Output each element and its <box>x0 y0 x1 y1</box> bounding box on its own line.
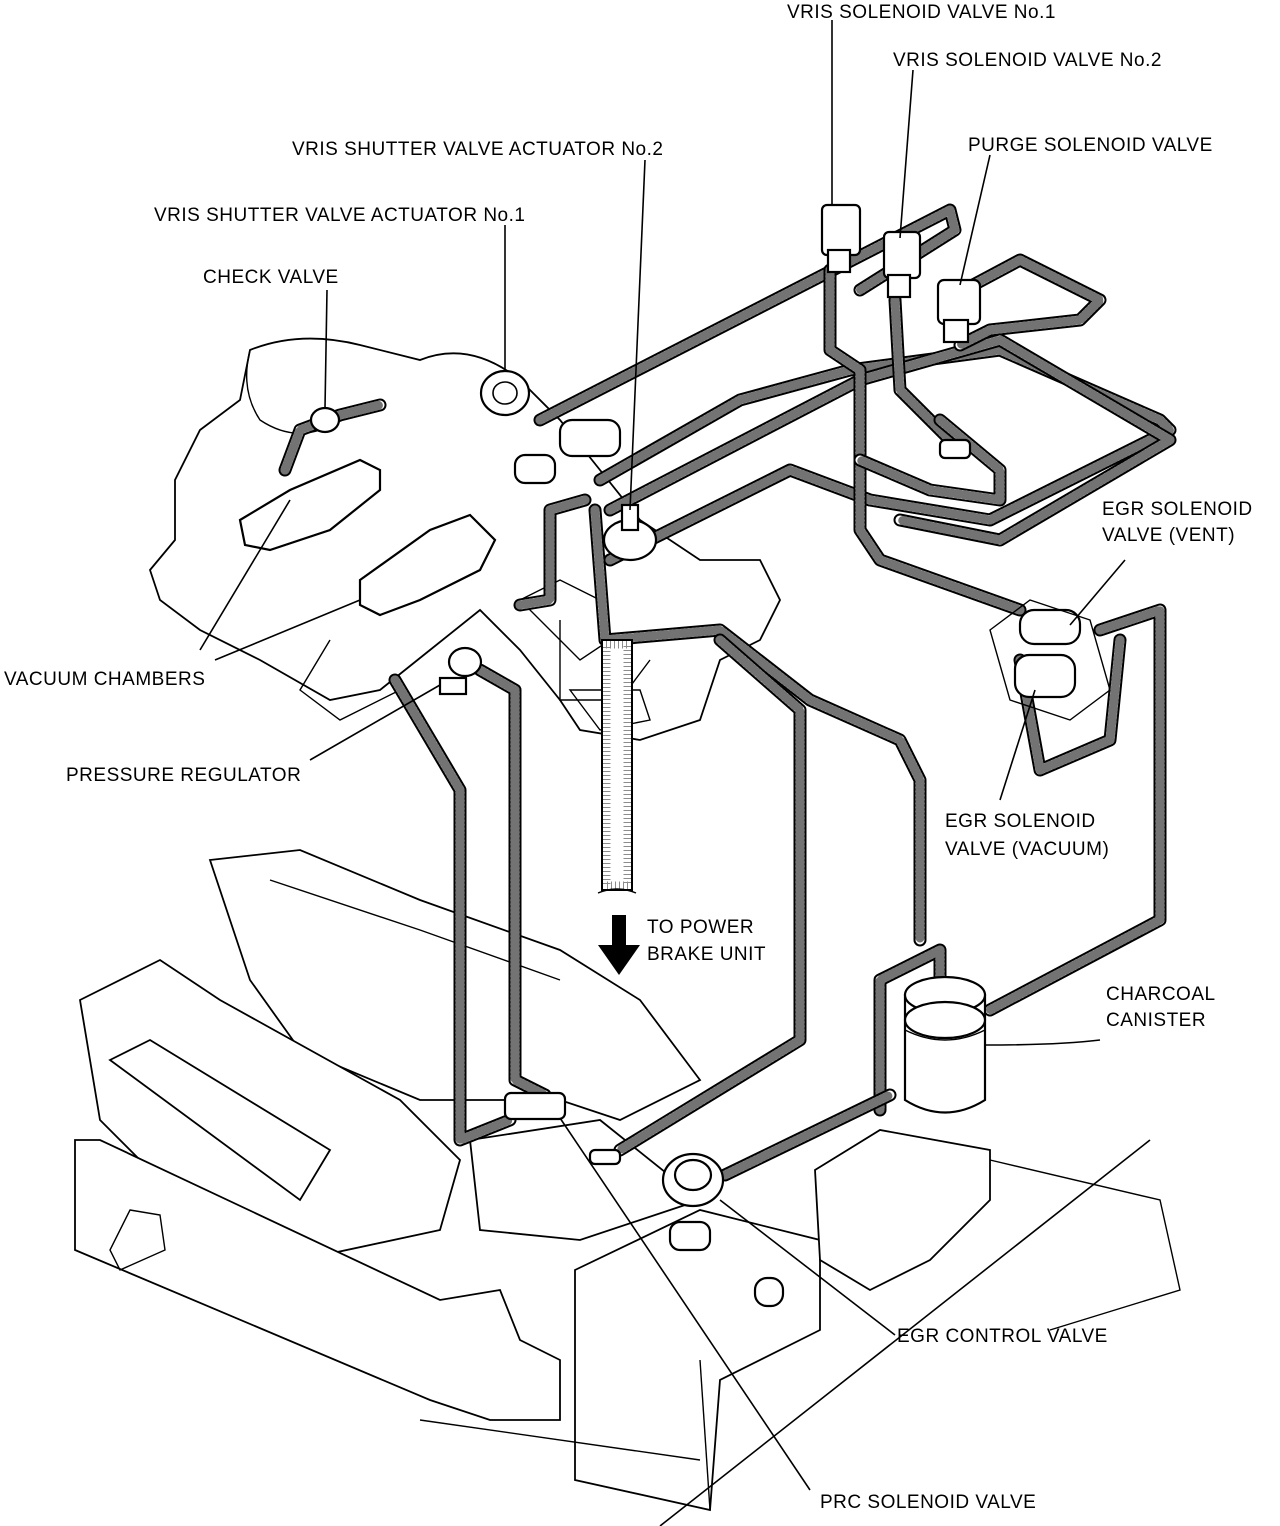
leader-lines <box>199 20 1151 1526</box>
label-vris-shutter-valve-actuator-1: VRIS SHUTTER VALVE ACTUATOR No.1 <box>154 205 525 226</box>
component-egr-control-valve <box>661 1152 725 1252</box>
label-to-power-line1: TO POWER <box>647 917 754 938</box>
component-check-valve <box>309 406 341 434</box>
lower-engine-covers <box>74 849 1181 1512</box>
labels: VRIS SOLENOID VALVE No.1 VRIS SOLENOID V… <box>4 2 1253 1513</box>
component-vris-solenoid-2 <box>882 230 922 299</box>
label-charcoal-line2: CANISTER <box>1106 1010 1206 1031</box>
component-vacuum-chamber-1 <box>238 458 382 552</box>
power-brake-hose <box>597 639 637 894</box>
label-egr-control-valve: EGR CONTROL VALVE <box>897 1326 1108 1347</box>
label-egr-solenoid-vacuum-line2: VALVE (VACUUM) <box>945 839 1109 860</box>
label-to-power-line2: BRAKE UNIT <box>647 944 766 965</box>
label-vris-solenoid-valve-1: VRIS SOLENOID VALVE No.1 <box>787 2 1056 23</box>
label-egr-solenoid-vent-line2: VALVE (VENT) <box>1102 525 1235 546</box>
label-vris-shutter-valve-actuator-2: VRIS SHUTTER VALVE ACTUATOR No.2 <box>292 139 663 160</box>
label-egr-solenoid-vacuum-line1: EGR SOLENOID <box>945 811 1096 832</box>
label-pressure-regulator: PRESSURE REGULATOR <box>66 765 301 786</box>
power-brake-arrow-icon <box>598 915 640 975</box>
component-egr-bracket <box>989 599 1111 721</box>
label-egr-solenoid-vent-line1: EGR SOLENOID <box>1102 499 1253 520</box>
component-charcoal-canister <box>903 975 987 1114</box>
component-purge-solenoid <box>936 278 982 344</box>
component-egr-solenoid-vacuum <box>1013 653 1077 699</box>
label-check-valve: CHECK VALVE <box>203 267 339 288</box>
component-prc-solenoid <box>503 1091 567 1121</box>
label-vris-solenoid-valve-2: VRIS SOLENOID VALVE No.2 <box>893 50 1162 71</box>
label-vacuum-chambers: VACUUM CHAMBERS <box>4 669 205 690</box>
component-pressure-regulator <box>438 646 483 696</box>
label-purge-solenoid-valve: PURGE SOLENOID VALVE <box>968 135 1213 156</box>
component-vris-solenoid-1 <box>820 203 862 274</box>
label-charcoal-line1: CHARCOAL <box>1106 984 1216 1005</box>
label-prc-solenoid-valve: PRC SOLENOID VALVE <box>820 1492 1036 1513</box>
component-vacuum-chamber-2 <box>358 513 497 617</box>
component-egr-solenoid-vent <box>1018 608 1082 646</box>
component-misc-connectors <box>513 418 972 1308</box>
component-vris-shutter-actuator-1 <box>479 369 531 417</box>
